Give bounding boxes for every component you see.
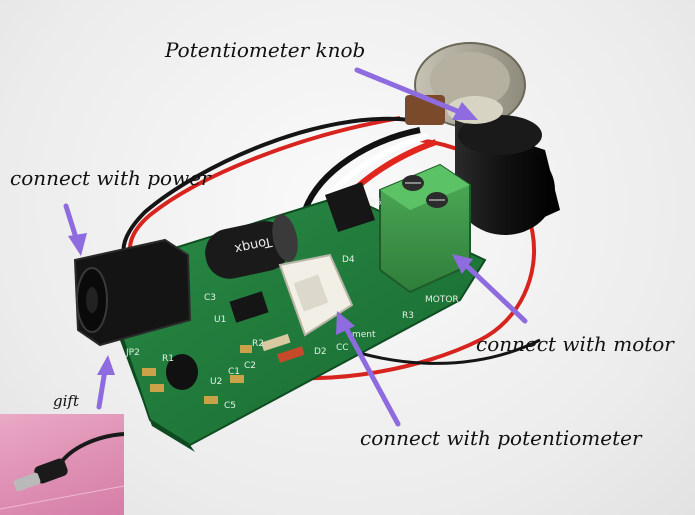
arrow-power bbox=[63, 203, 87, 256]
dc-plug-cable-image bbox=[0, 432, 124, 510]
arrow-gift bbox=[96, 355, 115, 410]
label-gift: gift bbox=[53, 392, 79, 410]
dc-power-jack bbox=[73, 238, 192, 347]
annotation-arrows bbox=[63, 67, 528, 427]
label-connect-power: connect with power bbox=[10, 166, 211, 190]
silk-r1: R1 bbox=[162, 354, 174, 364]
potentiometer-connector bbox=[278, 253, 354, 337]
silk-jp2: JP2 bbox=[125, 348, 140, 358]
gift-dc-plug-photo bbox=[0, 414, 124, 515]
silk-ment: ment bbox=[352, 330, 376, 340]
transistor bbox=[166, 354, 198, 390]
silk-c2: C2 bbox=[244, 361, 256, 371]
silk-cc: CC bbox=[336, 343, 349, 353]
silk-b5: b5 bbox=[370, 198, 381, 208]
silkscreen: MOTOR R3 D4 JP2 U1 U2 C1 C2 C3 C5 R2 D2 … bbox=[125, 198, 459, 411]
arrow-potentiometer bbox=[336, 311, 401, 427]
silk-d4: D4 bbox=[342, 255, 355, 265]
label-connect-potentiometer: connect with potentiometer bbox=[360, 426, 642, 450]
silk-u1: U1 bbox=[214, 315, 226, 325]
silk-c1: C1 bbox=[228, 367, 240, 377]
ic-chip bbox=[229, 291, 269, 323]
label-connect-motor: connect with motor bbox=[476, 332, 674, 356]
mosfet bbox=[325, 182, 375, 232]
silk-r2: R2 bbox=[252, 339, 264, 349]
arrow-knob bbox=[354, 67, 478, 120]
silk-r3: R3 bbox=[402, 311, 414, 321]
screw-terminal bbox=[379, 163, 471, 294]
silk-d2: D2 bbox=[314, 347, 327, 357]
arrow-motor bbox=[452, 254, 528, 324]
capacitor: Tonqx bbox=[205, 214, 298, 279]
smd-components bbox=[142, 333, 305, 404]
silk-motor: MOTOR bbox=[425, 295, 459, 305]
silk-c5: C5 bbox=[224, 401, 236, 411]
silk-u2: U2 bbox=[210, 377, 222, 387]
silk-c3: C3 bbox=[204, 293, 216, 303]
label-potentiometer-knob: Potentiometer knob bbox=[165, 38, 366, 62]
